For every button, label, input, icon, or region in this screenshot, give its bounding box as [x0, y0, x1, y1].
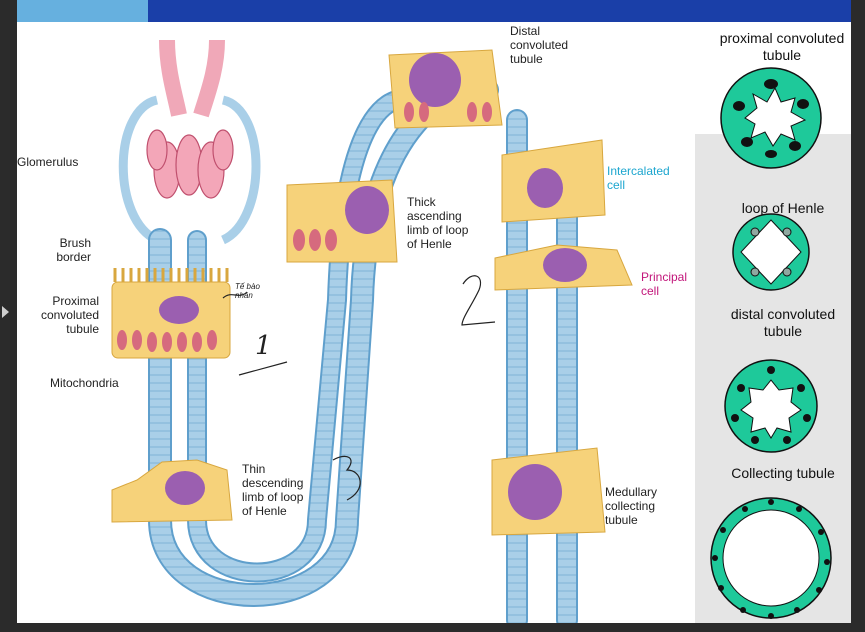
glomerulus-vessels	[159, 39, 225, 118]
label-distal-tubule: Distal convoluted tubule	[510, 24, 569, 66]
dct-cell	[388, 49, 503, 129]
title-bar	[17, 0, 851, 22]
pct-cell	[111, 268, 231, 359]
collecting-duct-cell	[491, 447, 606, 536]
thin-limb-cell	[111, 459, 233, 523]
cross-sections	[710, 67, 832, 619]
loop-cross-section	[732, 213, 810, 291]
slide: Glomerulus Brush border Proximal convolu…	[17, 0, 851, 623]
thick-limb-cell	[286, 179, 398, 263]
title-collecting-tubule: Collecting tubule	[731, 465, 835, 481]
handwritten-number-2: 2	[449, 270, 478, 318]
dct-cross-section	[724, 359, 818, 453]
collecting-cross-section	[710, 497, 832, 619]
handwritten-note: Tế bào nhân	[235, 282, 260, 300]
handwritten-number-1: 1	[255, 331, 272, 361]
title-dct: distal convoluted tubule	[730, 306, 836, 339]
label-intercalated-cell: Intercalated cell	[607, 164, 670, 192]
glomerulus-tuft	[146, 129, 234, 199]
label-glomerulus: Glomerulus	[17, 155, 79, 169]
bowman-capsule	[118, 95, 261, 245]
handwritten-marks	[222, 275, 496, 501]
slide-nav-arrow-icon[interactable]	[2, 306, 9, 318]
title-bar-accent	[17, 0, 148, 22]
nephron-diagram	[111, 39, 633, 623]
title-pct: proximal convoluted tubule	[719, 30, 845, 63]
label-proximal-tubule: Proximal convoluted tubule	[40, 294, 99, 336]
label-mitochondria: Mitochondria	[50, 376, 119, 390]
handwritten-number-3: 3	[335, 450, 357, 492]
intercalated-cell	[501, 139, 606, 223]
label-medullary-collecting-tubule: Medullary collecting tubule	[605, 485, 658, 527]
title-loop-of-henle: loop of Henle	[741, 200, 825, 216]
label-principal-cell: Principal cell	[641, 270, 688, 298]
label-thin-descending-limb: Thin descending limb of loop of Henle	[242, 462, 304, 518]
pct-cross-section	[720, 67, 822, 169]
label-brush-border: Brush border	[56, 236, 91, 264]
principal-cell	[494, 244, 633, 291]
label-thick-ascending-limb: Thick ascending limb of loop of Henle	[407, 195, 469, 251]
cross-section-panel: proximal convoluted tubule loop of Henle…	[695, 22, 851, 623]
